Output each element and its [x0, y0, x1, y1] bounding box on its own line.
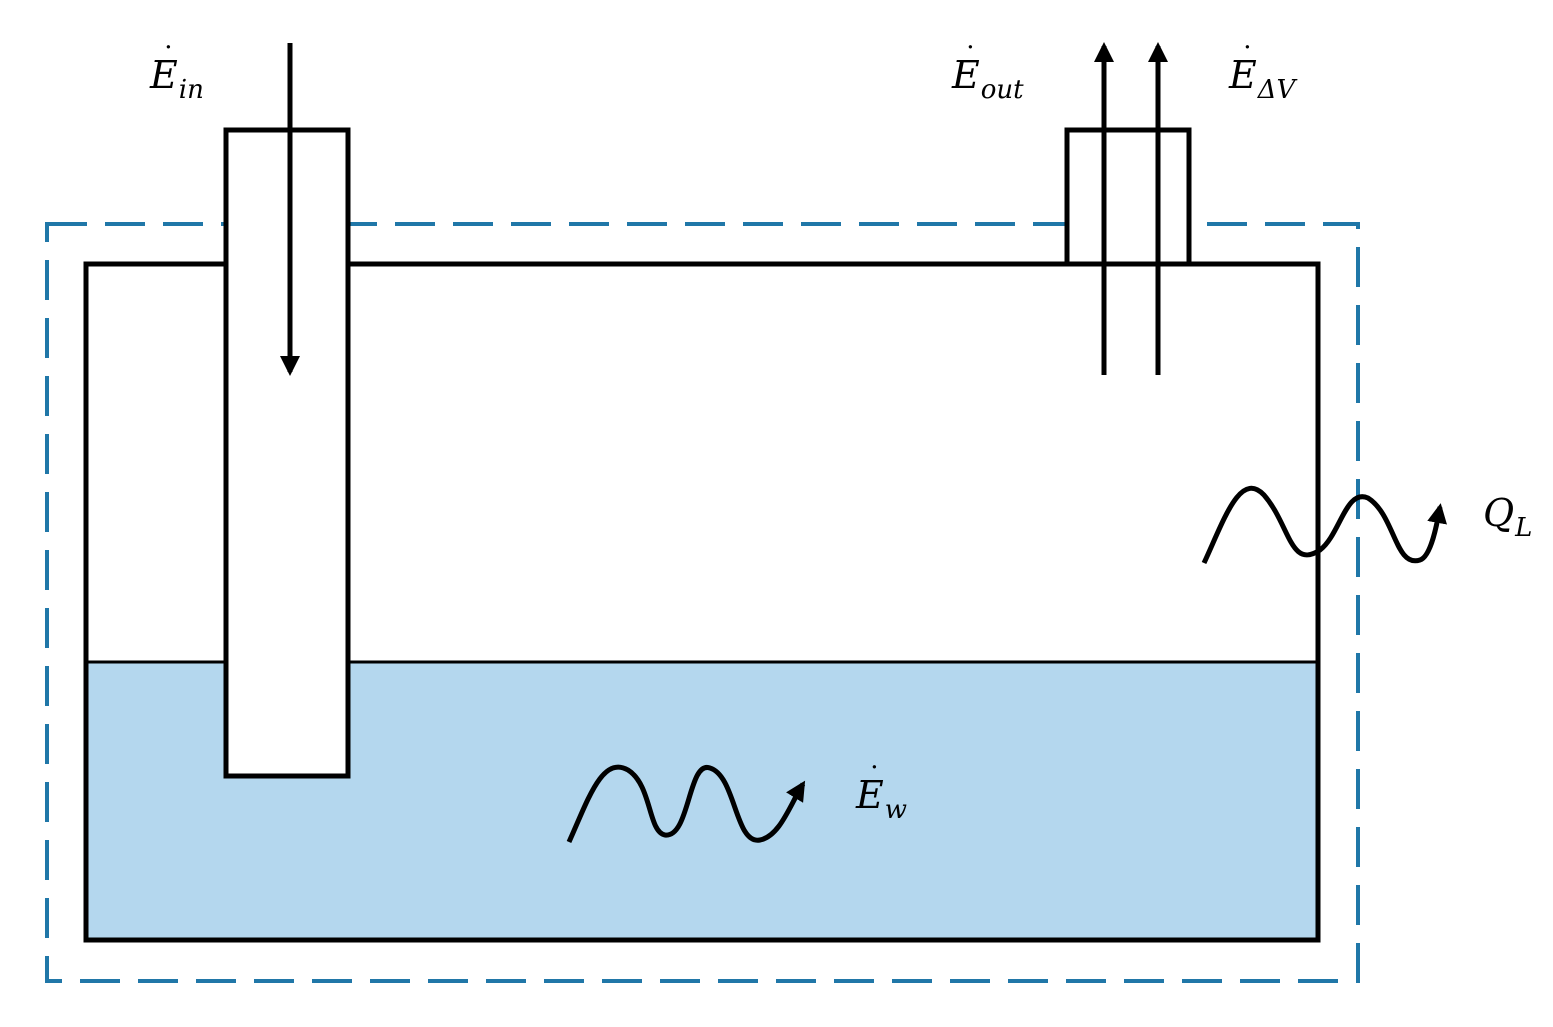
dot-accent: ˙	[160, 41, 176, 76]
control-volume-boundary	[45, 222, 1360, 983]
subscript: out	[980, 75, 1024, 105]
symbol-e: E	[952, 53, 980, 97]
subscript: in	[178, 75, 204, 105]
label-energy-out: ˙Eout	[952, 44, 1024, 104]
subscript: ΔV	[1257, 75, 1296, 105]
symbol-q: Q	[1483, 491, 1515, 535]
label-energy-in: ˙Ein	[150, 44, 204, 104]
inlet-pipe	[223, 127, 351, 779]
dot-accent: ˙	[962, 41, 978, 76]
symbol-e: E	[1229, 53, 1257, 97]
heat-loss-wavy-arrow	[1201, 485, 1447, 565]
subscript: w	[884, 795, 908, 825]
subscript: L	[1515, 513, 1533, 543]
label-work: ˙Ew	[856, 764, 907, 824]
dot-accent: ˙	[1239, 41, 1255, 76]
work-wavy-arrow	[566, 764, 806, 844]
outlet-nozzle	[1064, 127, 1192, 267]
symbol-e: E	[150, 53, 178, 97]
label-heat-loss: QL	[1483, 491, 1532, 541]
label-energy-delta-v: ˙EΔV	[1229, 44, 1295, 104]
tank-vessel-outline	[83, 261, 1321, 943]
dot-accent: ˙	[866, 761, 882, 796]
symbol-e: E	[856, 773, 884, 817]
